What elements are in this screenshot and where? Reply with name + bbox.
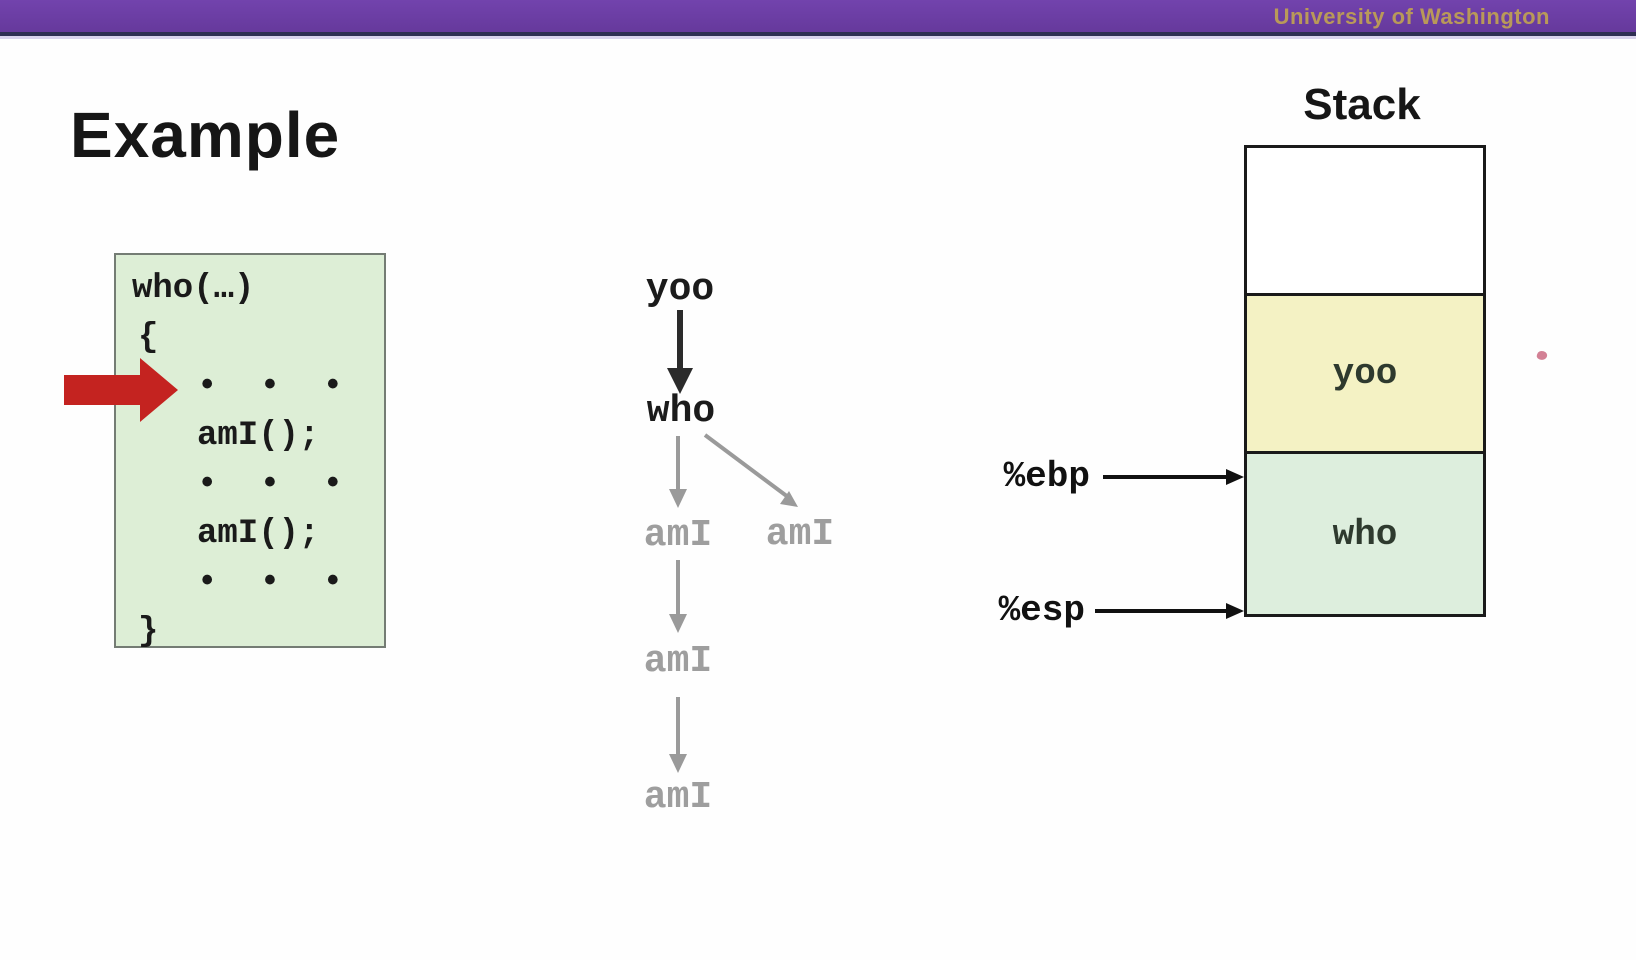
arrow-who-ami-right-head — [780, 491, 798, 507]
code-line: { — [138, 319, 159, 357]
header-bar-underline — [0, 32, 1636, 36]
arrow-who-ami-right — [703, 433, 790, 499]
red-arrow-icon — [64, 358, 178, 422]
call-tree-node-ami-2: amI — [643, 640, 713, 683]
header-bar-glow — [0, 36, 1636, 39]
code-line: } — [138, 613, 159, 651]
arrow-ami1-ami2-head — [669, 614, 687, 633]
stack-frame-label: who — [1332, 513, 1398, 555]
call-tree-node-ami-right: amI — [765, 513, 835, 556]
register-label-esp: %esp — [998, 590, 1085, 631]
code-line: amI(); — [197, 515, 320, 553]
stack-diagram: yoo who — [1244, 145, 1486, 617]
register-label-ebp: %ebp — [1003, 456, 1090, 497]
arrow-esp-head — [1226, 603, 1244, 619]
code-box: who(…) { • • • amI(); • • • amI(); • • •… — [114, 253, 386, 651]
stack-frame-who: who — [1247, 451, 1483, 614]
call-tree-node-yoo: yoo — [645, 268, 715, 311]
call-tree-node-ami-3: amI — [643, 776, 713, 819]
stack-title: Stack — [1303, 80, 1421, 129]
register-arrows — [1095, 469, 1244, 619]
stack-frame-empty — [1247, 148, 1483, 293]
code-line: amI(); — [197, 417, 320, 455]
call-tree-arrows — [667, 310, 798, 773]
arrow-yoo-who-head — [667, 368, 693, 394]
laser-pointer-mark — [1535, 349, 1549, 362]
stack-frame-yoo: yoo — [1247, 293, 1483, 451]
slide-title: Example — [70, 99, 341, 171]
stack-frame-label: yoo — [1332, 353, 1398, 394]
code-line: • • • — [197, 466, 346, 504]
arrow-ami2-ami3-head — [669, 754, 687, 773]
call-tree-node-who: who — [646, 390, 716, 433]
call-tree-node-ami-1: amI — [643, 514, 713, 557]
header-bar — [0, 0, 1636, 32]
code-line: • • • — [197, 564, 346, 602]
code-line: who(…) — [132, 270, 255, 308]
red-arrow-shaft — [64, 375, 140, 405]
institution-name: University of Washington — [1273, 4, 1550, 29]
arrow-ebp-head — [1226, 469, 1244, 485]
code-line: • • • — [197, 368, 346, 406]
red-arrow-head — [140, 358, 178, 422]
arrow-who-ami1-head — [669, 489, 687, 508]
